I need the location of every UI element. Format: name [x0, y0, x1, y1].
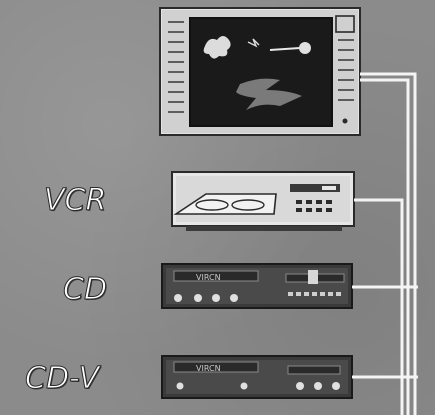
cd-brand-label: VIRCN — [196, 273, 221, 282]
tv-cable-inner — [360, 78, 410, 415]
cd-video-player-icon: VIRCN — [161, 355, 353, 399]
cdv-label: CD-V — [24, 361, 100, 396]
tv-monitor-icon — [159, 7, 361, 136]
tv-cable-outer — [360, 72, 417, 415]
vcr-deck-icon — [171, 171, 355, 231]
vcr-cable — [354, 198, 404, 415]
cd-player-icon: VIRCN — [161, 263, 353, 309]
cd-label: CD — [62, 272, 108, 307]
cdv-brand-label: VIRCN — [196, 364, 221, 373]
vcr-label: VCR — [43, 183, 107, 218]
connection-cables — [352, 72, 418, 415]
